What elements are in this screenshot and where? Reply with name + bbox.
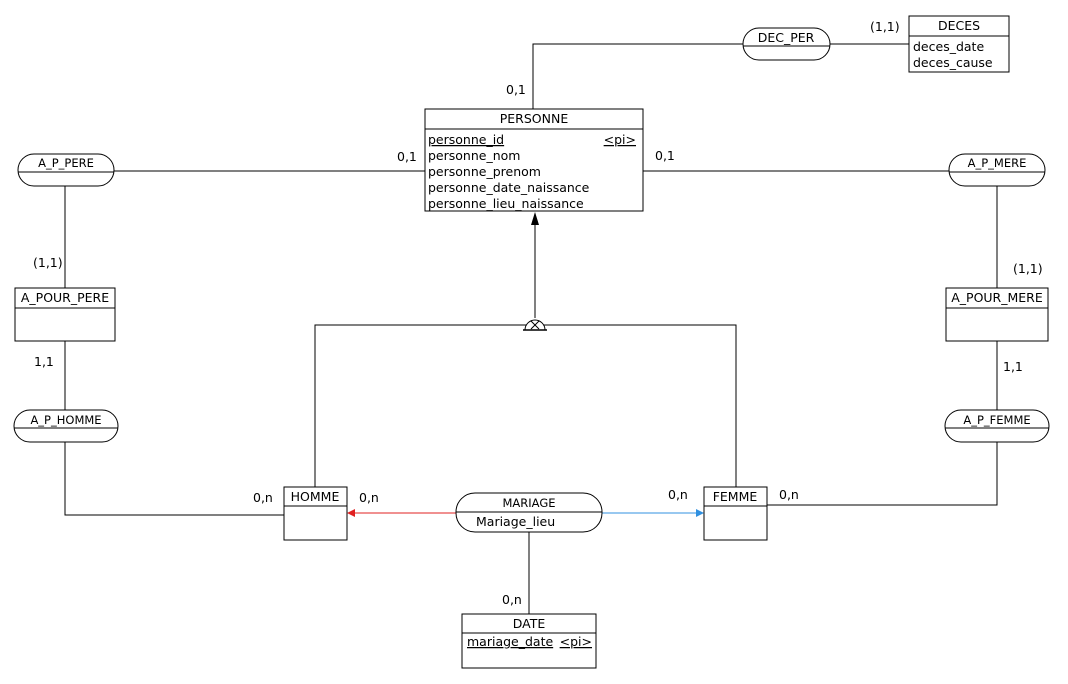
association-a-p-pere[interactable]: A_P_PERE [17, 153, 115, 187]
card-a-pour-pere-a-p-pere: (1,1) [33, 255, 63, 270]
link-a-p-femme-femme[interactable] [767, 442, 998, 506]
association-a-p-femme-name: A_P_FEMME [963, 413, 1030, 427]
entity-date-name: DATE [513, 616, 546, 631]
personne-id-attr: personne_id [428, 132, 504, 147]
link-homme-inheritance[interactable] [314, 324, 737, 487]
entity-personne-name: PERSONNE [500, 111, 569, 126]
card-a-pour-mere-a-p-femme: 1,1 [1003, 359, 1023, 374]
entity-a-pour-mere-name: A_POUR_MERE [951, 290, 1043, 305]
personne-nom-attr: personne_nom [428, 148, 520, 163]
card-femme-mariage: 0,n [668, 487, 688, 502]
association-mariage-name: MARIAGE [502, 496, 555, 510]
entity-homme[interactable]: HOMME [283, 486, 348, 541]
card-a-pour-mere-a-p-mere: (1,1) [1013, 261, 1043, 276]
entity-date[interactable]: DATE mariage_date <pi> [461, 613, 597, 669]
inheritance-symbol[interactable] [523, 319, 547, 331]
association-dec-per-name: DEC_PER [758, 30, 815, 45]
card-homme-mariage: 0,n [359, 490, 379, 505]
association-a-p-mere[interactable]: A_P_MERE [948, 153, 1046, 187]
deces-date-attr: deces_date [913, 39, 984, 54]
association-dec-per[interactable]: DEC_PER [742, 27, 831, 61]
association-a-p-femme[interactable]: A_P_FEMME [944, 409, 1050, 443]
card-a-pour-pere-a-p-homme: 1,1 [34, 354, 54, 369]
entity-femme[interactable]: FEMME [703, 486, 768, 541]
personne-date-naissance-attr: personne_date_naissance [428, 180, 590, 195]
entity-a-pour-pere-name: A_POUR_PERE [21, 290, 109, 305]
entity-personne[interactable]: PERSONNE personne_id <pi> personne_nom p… [424, 108, 644, 212]
link-personne-dec-per[interactable] [532, 43, 743, 109]
card-deces-dec-per: (1,1) [870, 19, 900, 34]
association-a-p-mere-name: A_P_MERE [968, 156, 1027, 170]
links [64, 43, 998, 614]
personne-pi-tag: <pi> [604, 132, 636, 147]
card-date-mariage: 0,n [502, 592, 522, 607]
mariage-date-attr: mariage_date [467, 634, 553, 649]
association-a-p-homme[interactable]: A_P_HOMME [13, 409, 119, 443]
entity-a-pour-pere[interactable]: A_POUR_PERE [14, 287, 116, 342]
date-pi-tag: <pi> [560, 634, 592, 649]
entity-homme-name: HOMME [291, 489, 340, 504]
personne-lieu-naissance-attr: personne_lieu_naissance [428, 196, 584, 211]
card-homme-a-p-homme: 0,n [253, 490, 273, 505]
inheritance-arrow-head [531, 212, 539, 225]
mariage-lieu-attr: Mariage_lieu [476, 514, 555, 529]
cardinality-labels: 0,1 (1,1) 0,1 0,1 (1,1) (1,1) 1,1 1,1 0,… [33, 19, 1043, 607]
entity-deces[interactable]: DECES deces_date deces_cause [908, 15, 1010, 73]
card-personne-dec-per: 0,1 [506, 82, 526, 97]
personne-prenom-attr: personne_prenom [428, 164, 541, 179]
deces-cause-attr: deces_cause [913, 55, 993, 70]
entity-femme-name: FEMME [713, 489, 758, 504]
association-a-p-homme-name: A_P_HOMME [30, 413, 101, 427]
entity-deces-name: DECES [938, 18, 980, 33]
card-personne-a-p-pere: 0,1 [397, 149, 417, 164]
card-femme-a-p-femme: 0,n [779, 487, 799, 502]
association-a-p-pere-name: A_P_PERE [38, 156, 94, 170]
entity-a-pour-mere[interactable]: A_POUR_MERE [945, 287, 1049, 342]
card-personne-a-p-mere: 0,1 [655, 148, 675, 163]
link-a-p-homme-homme[interactable] [64, 442, 284, 516]
association-mariage[interactable]: MARIAGE Mariage_lieu [455, 492, 603, 533]
